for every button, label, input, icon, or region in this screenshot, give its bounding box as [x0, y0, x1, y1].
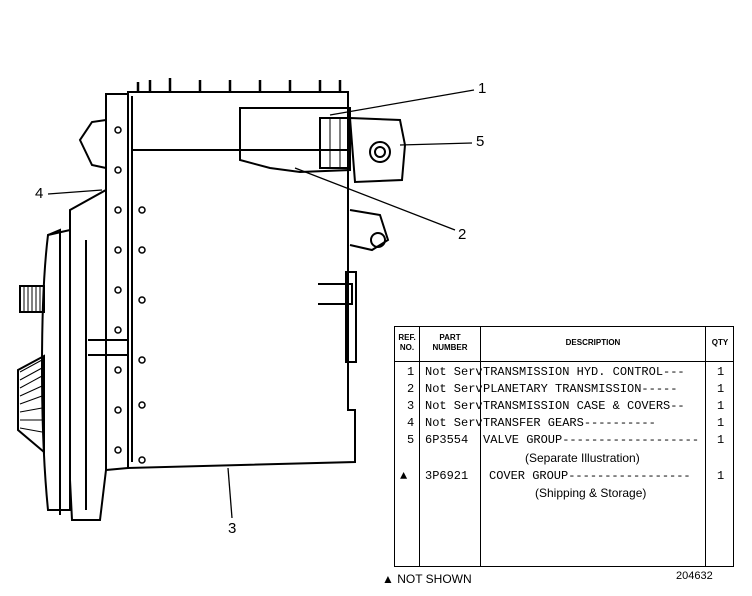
table-row: 1 Not Serv TRANSMISSION HYD. CONTROL--- …	[395, 365, 733, 382]
row-ref: 5	[407, 433, 415, 447]
row-part-number: 3P6921	[425, 469, 469, 483]
row-description: COVER GROUP-----------------	[489, 469, 691, 483]
leader-line-4	[47, 189, 103, 195]
table-row: 2 Not Serv PLANETARY TRANSMISSION----- 1	[395, 382, 733, 399]
row-ref: ▲	[400, 469, 408, 483]
row-description: (Separate Illustration)	[525, 451, 640, 465]
table-row: 5 6P3554 VALVE GROUP------------------- …	[395, 433, 733, 450]
callout-5: 5	[476, 133, 485, 150]
table-row: (Separate Illustration)	[395, 451, 733, 468]
row-part-number: 6P3554	[425, 433, 469, 447]
callout-1: 1	[478, 80, 487, 97]
callout-4: 4	[35, 185, 44, 202]
row-ref: 3	[407, 399, 415, 413]
parts-list-table: REF. NO. PART NUMBER DESCRIPTION QTY 1 N…	[394, 326, 734, 567]
row-part-number: Not Serv	[425, 416, 483, 430]
not-shown-note: ▲ NOT SHOWN	[382, 572, 472, 586]
leader-line-5	[399, 142, 473, 146]
row-qty: 1	[717, 433, 725, 447]
table-row: (Shipping & Storage)	[395, 486, 733, 503]
leader-line-2	[294, 167, 456, 231]
hydraulic-control	[239, 107, 351, 174]
row-part-number: Not Serv	[425, 399, 483, 413]
row-description: PLANETARY TRANSMISSION-----	[483, 382, 678, 396]
row-description: TRANSMISSION HYD. CONTROL---	[483, 365, 685, 379]
row-part-number: Not Serv	[425, 382, 483, 396]
row-description: (Shipping & Storage)	[535, 486, 647, 500]
row-description: TRANSFER GEARS----------	[483, 416, 656, 430]
header-description: DESCRIPTION	[565, 338, 621, 347]
row-qty: 1	[717, 365, 725, 379]
table-row: ▲ 3P6921 COVER GROUP----------------- 1	[395, 469, 733, 486]
table-row: 3 Not Serv TRANSMISSION CASE & COVERS-- …	[395, 399, 733, 416]
bevel-gear	[17, 354, 45, 455]
row-ref: 4	[407, 416, 415, 430]
row-qty: 1	[717, 416, 725, 430]
row-part-number: Not Serv	[425, 365, 483, 379]
leader-line-1	[329, 89, 475, 116]
row-description: VALVE GROUP-------------------	[483, 433, 700, 447]
valve-group	[348, 116, 407, 184]
callout-3: 3	[228, 520, 237, 537]
row-qty: 1	[717, 469, 725, 483]
callout-2: 2	[458, 226, 467, 243]
row-ref: 1	[407, 365, 415, 379]
row-ref: 2	[407, 382, 415, 396]
header-qty: QTY	[711, 338, 729, 347]
row-qty: 1	[717, 399, 725, 413]
figure-number: 204632	[676, 570, 713, 582]
header-ref-no: REF. NO.	[398, 333, 416, 352]
row-description: TRANSMISSION CASE & COVERS--	[483, 399, 685, 413]
header-part-number: PART NUMBER	[432, 333, 468, 352]
table-row: 4 Not Serv TRANSFER GEARS---------- 1	[395, 416, 733, 433]
row-qty: 1	[717, 382, 725, 396]
leader-line-3	[227, 467, 233, 519]
